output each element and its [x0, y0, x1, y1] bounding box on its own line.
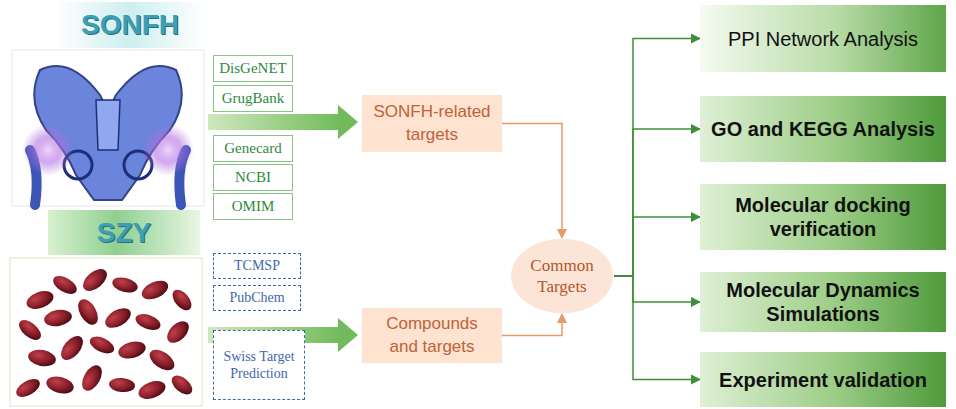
connector: [614, 39, 700, 277]
result-box: Experiment validation: [700, 352, 946, 407]
result-box: Molecular Dynamics Simulations: [700, 272, 946, 332]
node-label: Swiss Target Prediction: [218, 348, 300, 383]
database-box: PubChem: [213, 285, 301, 311]
node-label: Common Targets: [522, 255, 602, 298]
node-label: PPI Network Analysis: [728, 27, 918, 51]
node-label: TCMSP: [234, 257, 280, 275]
node-label: NCBI: [235, 169, 271, 186]
connector: [502, 124, 562, 239]
hub-ellipse: Common Targets: [510, 238, 614, 314]
node-label: DisGeNET: [219, 60, 287, 77]
database-box: Genecard: [213, 135, 293, 162]
process-box: Compounds and targets: [362, 308, 502, 363]
ellipse-shape: [510, 238, 614, 314]
database-box: TCMSP: [213, 253, 301, 279]
connector: [502, 314, 562, 336]
database-box: Swiss Target Prediction: [213, 330, 305, 400]
process-box: SONFH-related targets: [362, 95, 502, 152]
node-label: Compounds and targets: [370, 313, 494, 357]
result-box: GO and KEGG Analysis: [700, 96, 946, 162]
node-label: GO and KEGG Analysis: [711, 117, 935, 141]
result-box: PPI Network Analysis: [700, 5, 946, 72]
node-label: SONFH: [81, 9, 179, 41]
node-label: Genecard: [224, 140, 281, 157]
title-banner: SONFH: [55, 2, 205, 48]
node-label: SZY: [97, 217, 151, 249]
title-banner: SZY: [48, 210, 200, 255]
result-box: Molecular docking verification: [700, 184, 946, 250]
connector: [614, 217, 700, 276]
node-label: SONFH-related targets: [370, 101, 494, 145]
node-label: Molecular Dynamics Simulations: [710, 278, 936, 326]
database-box: NCBI: [213, 164, 293, 191]
node-label: Experiment validation: [719, 368, 927, 392]
node-label: PubChem: [229, 289, 284, 307]
connector: [614, 129, 700, 276]
connector: [614, 276, 700, 380]
database-box: DisGeNET: [213, 55, 293, 82]
node-label: GrugBank: [222, 90, 285, 107]
node-label: OMIM: [232, 198, 275, 215]
pelvis-illustration: [12, 50, 204, 206]
node-label: Molecular docking verification: [710, 193, 936, 241]
connector: [614, 276, 700, 302]
database-box: OMIM: [213, 193, 293, 220]
berries-illustration: [10, 258, 202, 406]
database-box: GrugBank: [213, 85, 293, 112]
